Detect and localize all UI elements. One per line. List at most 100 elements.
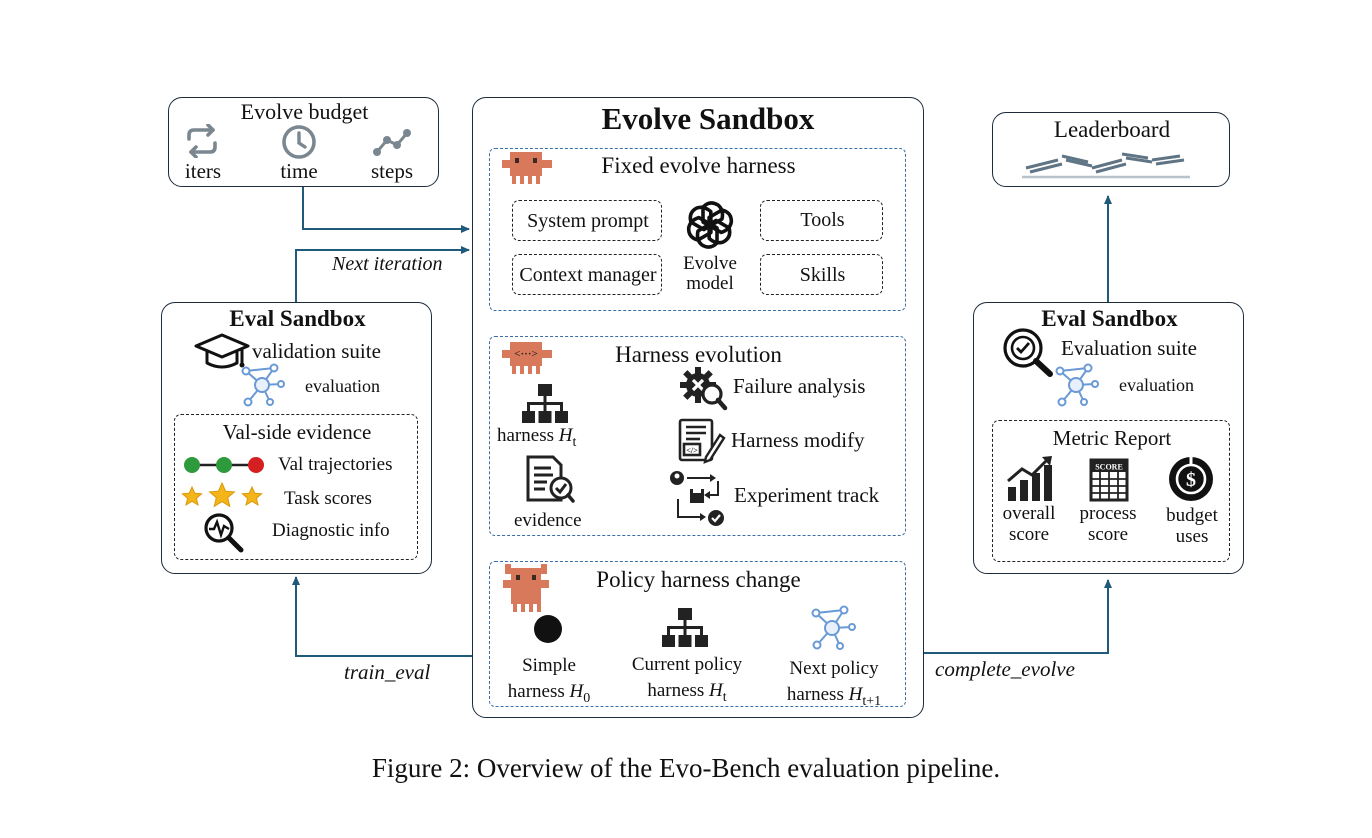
diagnostic-icon xyxy=(204,513,244,553)
bar-chart-icon xyxy=(1007,456,1052,501)
right-eval-sandbox: Eval Sandbox xyxy=(973,302,1244,574)
budget-steps-label: steps xyxy=(371,159,413,183)
evolve-sandbox-title: Evolve Sandbox xyxy=(601,101,815,136)
val-evidence-title: Val-side evidence xyxy=(222,420,372,444)
budget-arrow xyxy=(302,187,470,233)
policy-harness-title: Policy harness change xyxy=(596,567,801,592)
system-prompt-box: System prompt xyxy=(512,200,662,241)
leaderboard-icon xyxy=(1022,152,1190,179)
next-line1: Next policy xyxy=(789,658,879,679)
left-evaluation-label: evaluation xyxy=(305,376,380,396)
task-scores-label: Task scores xyxy=(284,488,372,509)
gear-search-icon xyxy=(680,367,728,411)
harness-math-h: H xyxy=(558,425,573,446)
evaluation-suite-label: Evaluation suite xyxy=(1061,336,1197,360)
next-policy-network-icon xyxy=(811,605,856,650)
system-prompt-label: System prompt xyxy=(527,210,649,232)
next-line2: harness Ht+1 xyxy=(766,682,902,712)
simple-math-h: H xyxy=(569,680,584,702)
validation-suite-label: validation suite xyxy=(252,339,381,363)
simple-harness-word: harness xyxy=(507,680,565,702)
budget-time-label: time xyxy=(280,159,318,183)
left-eval-sandbox: Eval Sandbox xyxy=(161,302,432,574)
next-policy-label: Next policy harness Ht+1 xyxy=(766,656,902,711)
svg-text:<···>: <···> xyxy=(514,348,538,360)
simple-line1: Simple xyxy=(522,655,576,676)
svg-text:$: $ xyxy=(1186,469,1196,491)
budget-iters-label: iters xyxy=(184,159,222,183)
figure-caption: Figure 2: Overview of the Evo-Bench eval… xyxy=(371,753,1001,783)
clock-icon xyxy=(282,125,316,159)
harness-modify-label: Harness modify xyxy=(731,428,865,452)
left-eval-title: Eval Sandbox xyxy=(229,306,366,331)
next-iteration-arrow xyxy=(295,246,470,302)
metric-report-title: Metric Report xyxy=(1052,426,1172,450)
dollar-icon: $ xyxy=(1169,457,1213,501)
harness-sub: t xyxy=(572,434,577,450)
evaluation-search-icon xyxy=(1003,328,1053,377)
evolve-budget-box: Evolve budget xyxy=(168,97,439,187)
policy-harness-box: Policy harness change xyxy=(489,561,906,707)
train-eval-label: train_eval xyxy=(344,660,431,684)
harness-word: harness xyxy=(497,425,554,446)
trajectory-icon xyxy=(184,457,264,473)
crab-icon-tall xyxy=(503,564,549,612)
next-sub: t+1 xyxy=(862,693,882,709)
metric-report-box: Metric Report xyxy=(992,420,1230,562)
hierarchy-icon xyxy=(522,384,568,423)
right-network-icon xyxy=(1055,363,1099,407)
overall-score-label: overall score xyxy=(1002,503,1056,545)
current-harness-word: harness xyxy=(647,679,705,701)
budget-uses-label: budget uses xyxy=(1166,505,1218,547)
crab-icon xyxy=(502,152,552,184)
tools-box: Tools xyxy=(760,200,883,241)
next-harness-word: harness xyxy=(786,683,844,705)
next-iteration-label: Next iteration xyxy=(332,253,443,275)
leaderboard-title: Leaderboard xyxy=(1053,117,1171,142)
context-manager-label: Context manager xyxy=(519,264,657,286)
current-line1: Current policy xyxy=(631,654,743,675)
scoreboard-icon: SCORE xyxy=(1089,458,1129,502)
experiment-track-label: Experiment track xyxy=(734,483,880,507)
svg-text:SCORE: SCORE xyxy=(1095,463,1123,472)
graduation-cap-icon xyxy=(194,333,250,369)
svg-text:</>: </> xyxy=(686,446,698,455)
crab-icon-code: <···> xyxy=(502,342,552,374)
val-evidence-box: Val-side evidence xyxy=(174,414,418,560)
val-trajectories-label: Val trajectories xyxy=(278,454,393,475)
network-icon xyxy=(241,363,285,407)
evolve-model-label: Evolve model xyxy=(683,253,737,294)
right-eval-title: Eval Sandbox xyxy=(1041,306,1178,331)
openai-icon xyxy=(682,201,738,249)
complete-evolve-label: complete_evolve xyxy=(935,657,1075,681)
evidence-label: evidence xyxy=(514,510,582,531)
simple-sub: 0 xyxy=(583,690,591,706)
complete-evolve-arrow xyxy=(924,579,1112,654)
right-evaluation-label: evaluation xyxy=(1119,375,1194,395)
harness-evolution-title: Harness evolution xyxy=(615,342,782,367)
current-policy-hierarchy-icon xyxy=(662,608,708,647)
experiment-track-icon xyxy=(670,471,724,526)
star-icon xyxy=(181,482,263,508)
current-math-h: H xyxy=(709,679,723,701)
fixed-harness-box: Fixed evolve harness xyxy=(489,148,906,311)
document-check-icon xyxy=(526,455,575,503)
simple-line2: harness H0 xyxy=(494,679,604,709)
failure-analysis-label: Failure analysis xyxy=(733,374,866,398)
fixed-harness-title: Fixed evolve harness xyxy=(601,153,796,178)
steps-icon xyxy=(373,129,411,156)
context-manager-box: Context manager xyxy=(512,254,662,295)
diagnostic-info-label: Diagnostic info xyxy=(272,520,390,541)
simple-harness-label: Simple harness H0 xyxy=(494,653,604,708)
simple-harness-dot xyxy=(534,615,562,643)
train-eval-arrow xyxy=(292,576,472,657)
harness-evolution-box: Harness evolution xyxy=(489,336,906,536)
skills-label: Skills xyxy=(799,264,846,286)
skills-box: Skills xyxy=(760,254,883,295)
next-math-h: H xyxy=(848,683,863,705)
harness-ht-label: harness Ht xyxy=(497,425,577,450)
process-score-label: process score xyxy=(1079,503,1137,545)
tools-label: Tools xyxy=(800,209,845,231)
leaderboard-box: Leaderboard xyxy=(992,112,1230,187)
